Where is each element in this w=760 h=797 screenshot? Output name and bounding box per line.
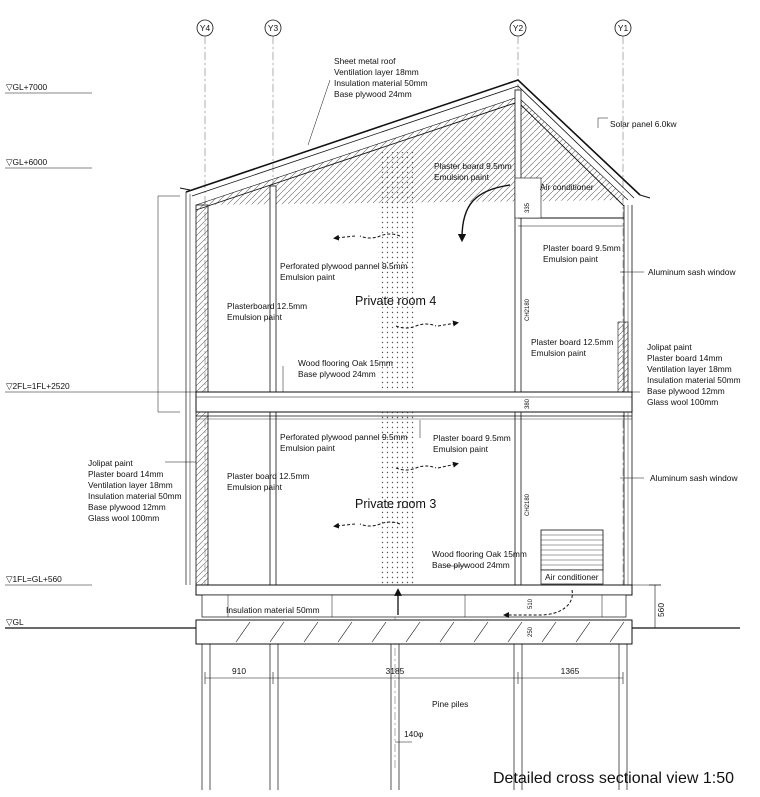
note-perf-lower: Perforated plywood pannel 9.5mm Emulsion… [280, 432, 410, 453]
grid-label-y4: Y4 [200, 23, 211, 33]
dim-910: 910 [232, 666, 246, 676]
note-pile-diameter: 140φ [404, 729, 424, 739]
note-plaster-top: Plaster board 9.5mm Emulsion paint [434, 161, 514, 182]
grid-bubbles: Y4 Y3 Y2 Y1 [196, 19, 632, 37]
dim-335: 335 [525, 202, 531, 213]
note-aircon-bottom: Air conditioner [545, 572, 599, 582]
dim-510: 510 [528, 598, 534, 609]
dim-3185: 3185 [386, 666, 405, 676]
note-plaster-left4: Plasterboard 12.5mm Emulsion paint [227, 301, 309, 322]
level-1fl: ▽1FL=GL+560 [6, 574, 62, 584]
dim-1365: 1365 [561, 666, 580, 676]
note-floor-upper: Wood flooring Oak 15mm Base plywood 24mm [298, 358, 395, 379]
grid-label-y3: Y3 [268, 23, 279, 33]
grid-label-y2: Y2 [513, 23, 524, 33]
airflow-arrows [333, 184, 573, 618]
note-perf-upper: Perforated plywood pannel 9.5mm Emulsion… [280, 261, 410, 282]
note-pine-piles: Pine piles [432, 699, 468, 709]
dimension-values: 910 3185 1365 560 CH2180 CH2180 335 380 … [232, 202, 666, 676]
level-gl: ▽GL [6, 617, 24, 627]
dimension-lines [204, 584, 661, 743]
dim-250: 250 [528, 626, 534, 637]
annotations: Sheet metal roof Ventilation layer 18mm … [88, 56, 743, 739]
note-insulation: Insulation material 50mm [226, 605, 320, 615]
floors [195, 391, 633, 645]
level-2fl: ▽2FL=1FL+2520 [6, 381, 70, 391]
room-label-3: Private room 3 [355, 497, 436, 511]
note-jolipat-left: Jolipat paint Plaster board 14mm Ventila… [88, 458, 184, 523]
note-plaster-mid3: Plaster board 9.5mm Emulsion paint [433, 433, 513, 454]
level-gl6000: ▽GL+6000 [6, 157, 47, 167]
drawing-caption: Detailed cross sectional view 1:50 [493, 770, 734, 787]
note-solar: Solar panel 6.0kw [610, 119, 678, 129]
note-sash-lower: Aluminum sash window [650, 473, 738, 483]
level-gl7000: ▽GL+7000 [6, 82, 47, 92]
note-plaster-right4: Plaster board 12.5mm Emulsion paint [531, 337, 616, 358]
room-label-4: Private room 4 [355, 294, 436, 308]
note-plaster-left3: Plaster board 12.5mm Emulsion paint [227, 471, 312, 492]
aircon-unit-bottom [540, 529, 604, 585]
dim-380: 380 [525, 398, 531, 409]
leader-lines [157, 79, 644, 567]
note-floor-lower: Wood flooring Oak 15mm Base plywood 24mm [432, 549, 529, 570]
note-roof: Sheet metal roof Ventilation layer 18mm … [334, 56, 430, 99]
note-plaster-r4: Plaster board 9.5mm Emulsion paint [543, 243, 623, 264]
dim-ch2180-lower: CH2180 [525, 493, 531, 516]
note-jolipat-right: Jolipat paint Plaster board 14mm Ventila… [647, 342, 743, 407]
note-aircon-top: Air conditioner [540, 182, 594, 192]
note-sash-upper: Aluminum sash window [648, 267, 736, 277]
pine-piles [201, 644, 628, 790]
dim-ch2180-upper: CH2180 [525, 298, 531, 321]
dim-560: 560 [656, 603, 666, 617]
grid-label-y1: Y1 [618, 23, 629, 33]
